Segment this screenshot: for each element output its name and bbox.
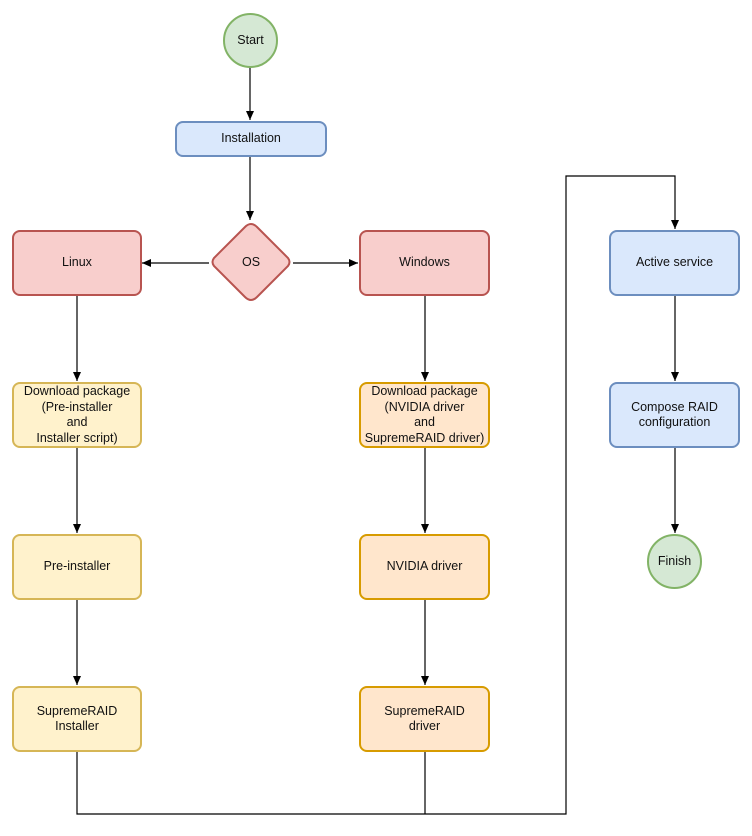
finish-label: Finish bbox=[657, 553, 692, 568]
linux-download-package-node: Download package (Pre-installer and Inst… bbox=[12, 382, 142, 448]
windows-node: Windows bbox=[359, 230, 490, 296]
finish-node: Finish bbox=[647, 534, 702, 589]
start-label: Start bbox=[237, 32, 264, 47]
installation-node: Installation bbox=[175, 121, 327, 157]
pre-installer-node: Pre-installer bbox=[12, 534, 142, 600]
linux-node: Linux bbox=[12, 230, 142, 296]
active-service-node: Active service bbox=[609, 230, 740, 296]
supremeraid-installer-label: SupremeRAID Installer bbox=[36, 703, 118, 734]
linux-download-package-label: Download package (Pre-installer and Inst… bbox=[23, 384, 131, 445]
windows-label: Windows bbox=[399, 255, 450, 270]
compose-raid-node: Compose RAID configuration bbox=[609, 382, 740, 448]
compose-raid-label: Compose RAID configuration bbox=[631, 399, 718, 430]
supremeraid-installer-node: SupremeRAID Installer bbox=[12, 686, 142, 752]
active-service-label: Active service bbox=[635, 255, 714, 270]
linux-label: Linux bbox=[62, 255, 92, 270]
pre-installer-label: Pre-installer bbox=[43, 559, 111, 574]
os-label: OS bbox=[241, 255, 261, 269]
nvidia-driver-label: NVIDIA driver bbox=[386, 559, 463, 574]
supremeraid-driver-label: SupremeRAID driver bbox=[384, 703, 465, 734]
nvidia-driver-node: NVIDIA driver bbox=[359, 534, 490, 600]
os-diamond-shape bbox=[211, 222, 291, 302]
windows-download-package-label: Download package (NVIDIA driver and Supr… bbox=[364, 384, 485, 445]
windows-download-package-node: Download package (NVIDIA driver and Supr… bbox=[359, 382, 490, 448]
installation-label: Installation bbox=[221, 131, 281, 146]
start-node: Start bbox=[223, 13, 278, 68]
edge-installer-to-active-service bbox=[76, 175, 679, 815]
os-decision-node: OS bbox=[209, 222, 293, 302]
supremeraid-driver-node: SupremeRAID driver bbox=[359, 686, 490, 752]
